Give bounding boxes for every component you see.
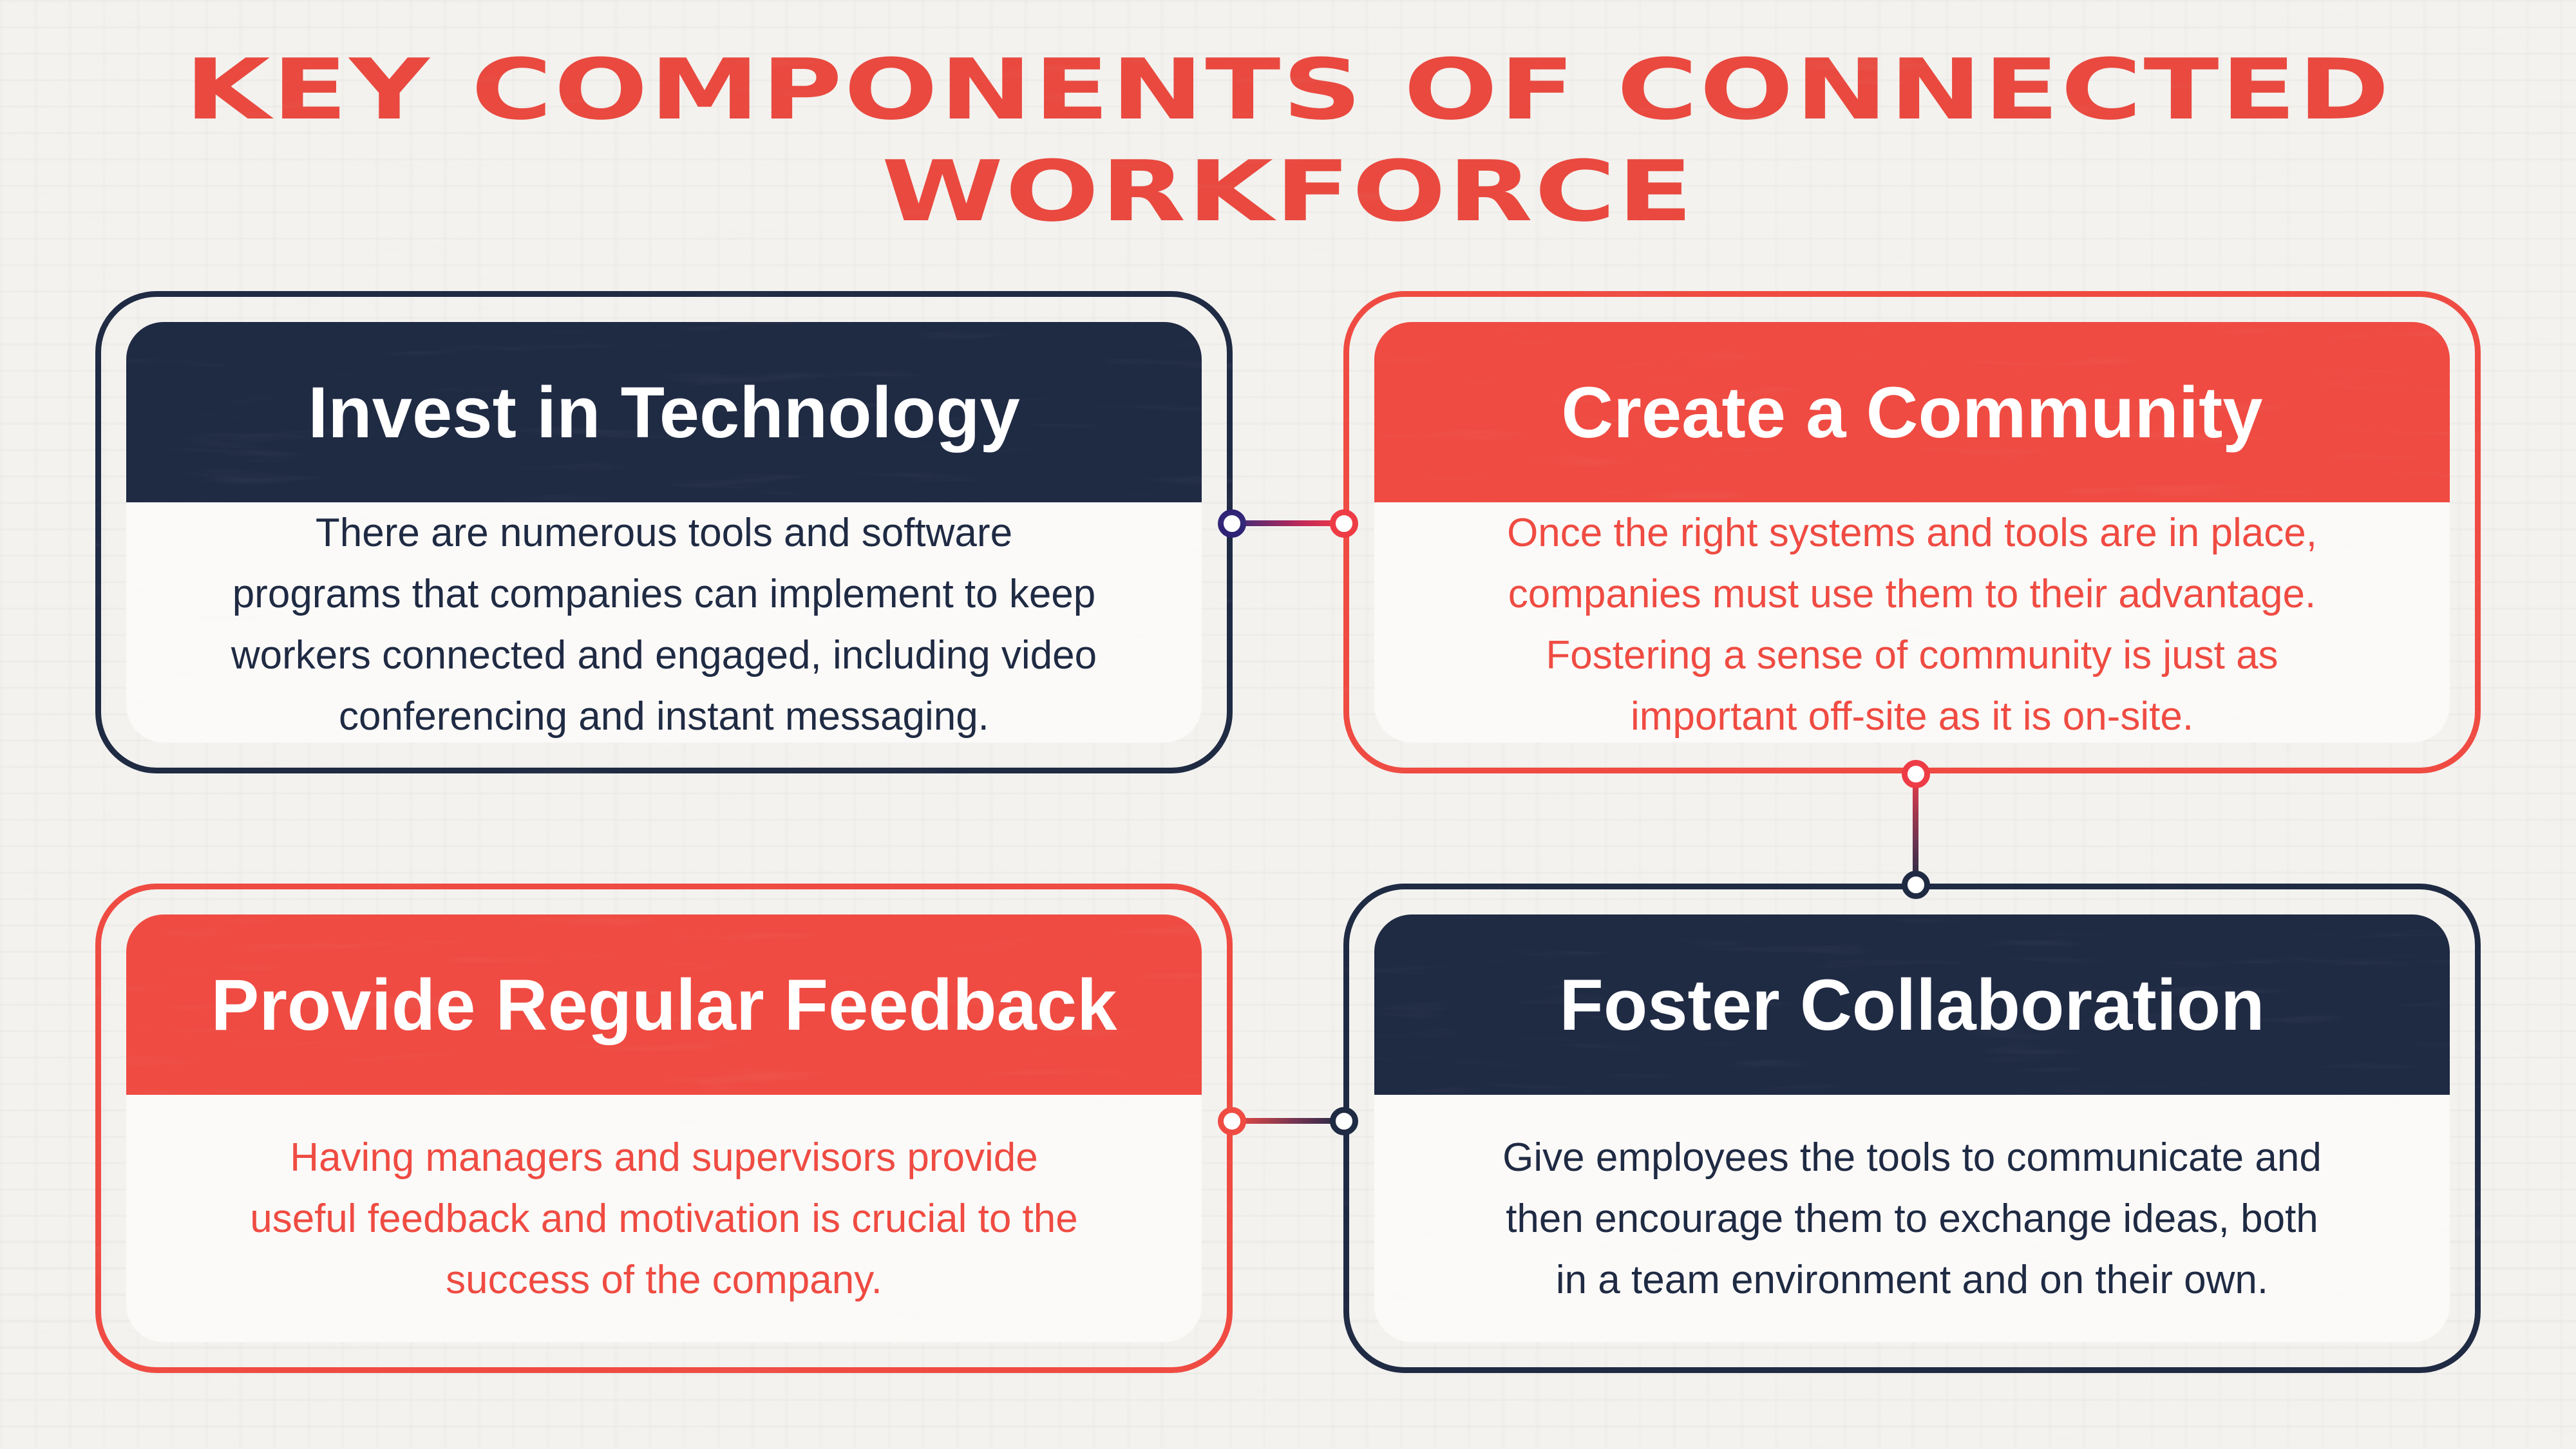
card-foster-collaboration-inner: Foster Collaboration Give employees the … [1374, 914, 2450, 1342]
card-provide-regular-feedback-inner: Provide Regular Feedback Having managers… [126, 914, 1202, 1342]
card-create-a-community-body: Once the right systems and tools are in … [1507, 511, 2317, 739]
card-invest-in-technology-title: Invest in Technology [308, 372, 1020, 453]
card-provide-regular-feedback-body: Having managers and supervisors provide … [250, 1135, 1078, 1302]
connector-node-vertical-bottom [1902, 871, 1930, 899]
card-create-a-community-inner: Create a Community Once the right system… [1374, 322, 2450, 743]
connector-node-bottom-left [1218, 1107, 1246, 1135]
connector-right-vertical-line [1913, 774, 1918, 885]
page-title: KEY COMPONENTS OF CONNECTED WORKFORCE [184, 41, 2392, 240]
card-provide-regular-feedback-title: Provide Regular Feedback [211, 964, 1117, 1045]
card-invest-in-technology-header: Invest in Technology [126, 322, 1202, 502]
card-foster-collaboration-body: Give employees the tools to communicate … [1502, 1135, 2322, 1302]
connector-node-vertical-top [1902, 760, 1930, 788]
card-provide-regular-feedback: Provide Regular Feedback Having managers… [95, 884, 1233, 1373]
connector-bottom-horizontal-line [1232, 1118, 1344, 1124]
connector-node-top-left [1218, 509, 1246, 538]
card-invest-in-technology-body: There are numerous tools and software pr… [231, 511, 1097, 739]
connector-node-top-right [1330, 509, 1358, 538]
connector-node-bottom-right [1330, 1107, 1358, 1135]
card-invest-in-technology-inner: Invest in Technology There are numerous … [126, 322, 1202, 743]
card-foster-collaboration-title: Foster Collaboration [1559, 964, 2265, 1045]
card-foster-collaboration: Foster Collaboration Give employees the … [1343, 884, 2481, 1373]
card-provide-regular-feedback-header: Provide Regular Feedback [126, 914, 1202, 1095]
card-create-a-community-header: Create a Community [1374, 322, 2450, 502]
card-create-a-community: Create a Community Once the right system… [1343, 291, 2481, 773]
card-foster-collaboration-header: Foster Collaboration [1374, 914, 2450, 1095]
connector-top-horizontal-line [1232, 520, 1344, 526]
card-invest-in-technology: Invest in Technology There are numerous … [95, 291, 1233, 773]
card-create-a-community-title: Create a Community [1561, 372, 2263, 453]
